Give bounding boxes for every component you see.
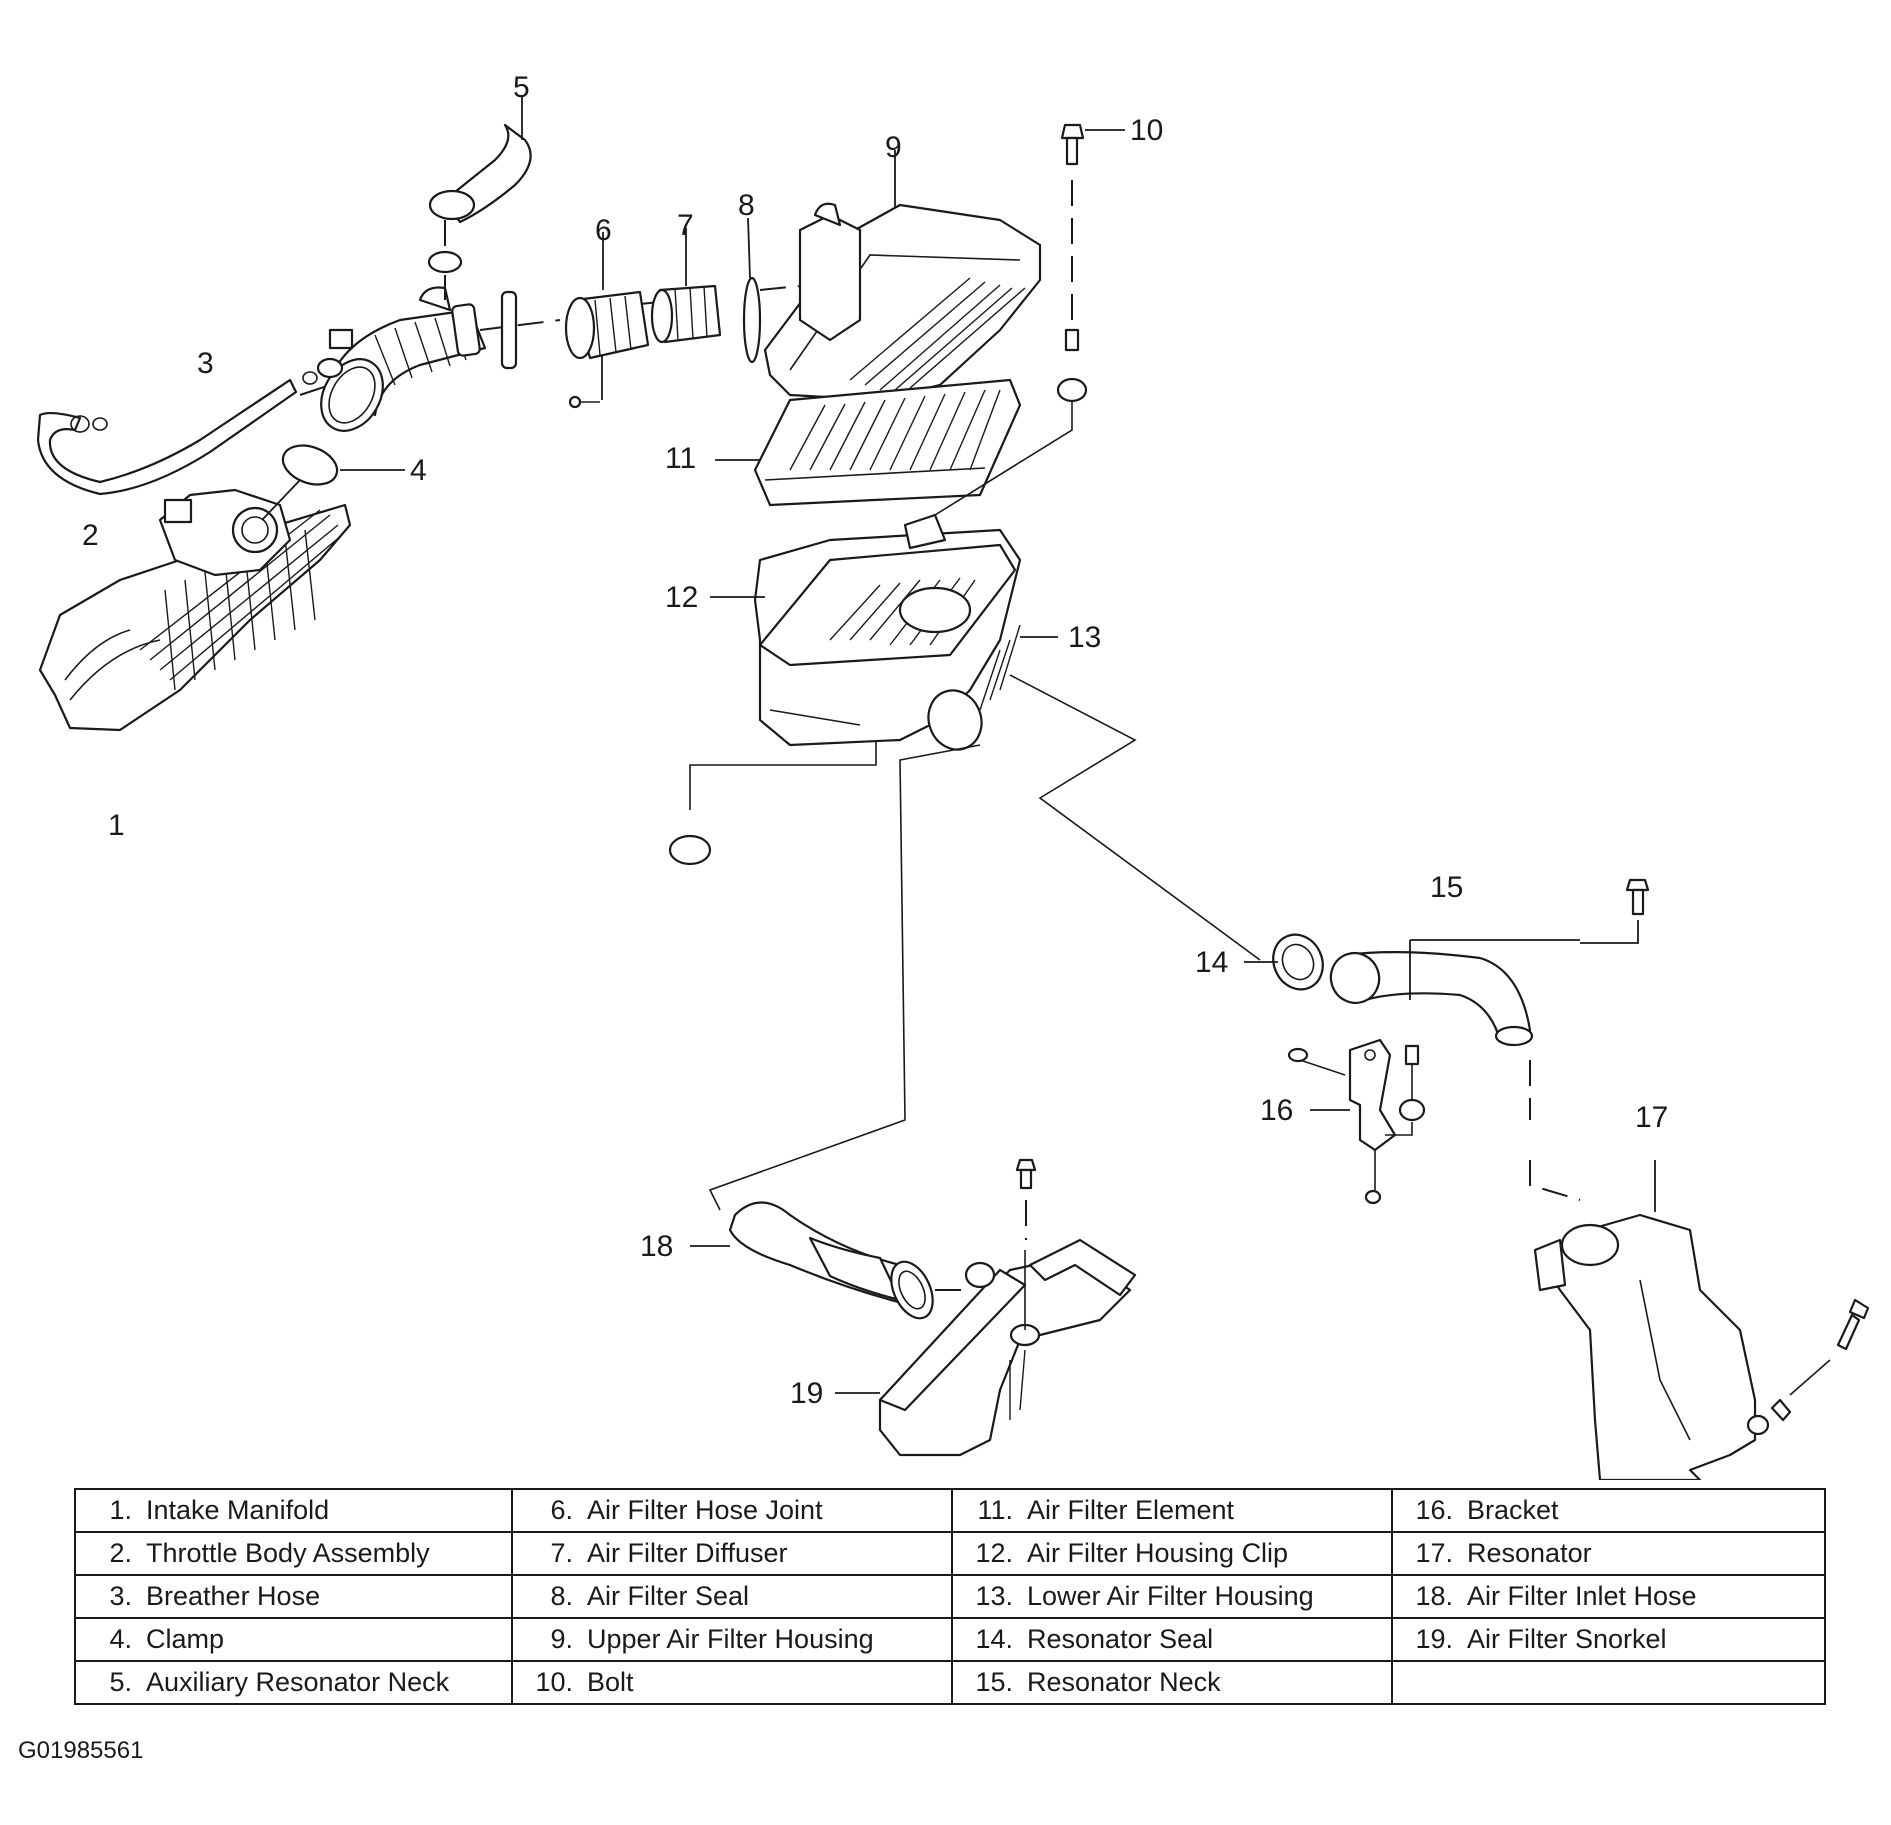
callout-18: 18 bbox=[640, 1230, 673, 1263]
legend-cell: 17.Resonator bbox=[1391, 1531, 1826, 1576]
callout-2: 2 bbox=[82, 519, 99, 552]
legend-cell-empty bbox=[1391, 1660, 1826, 1705]
callout-8: 8 bbox=[738, 189, 755, 222]
legend-cell: 10.Bolt bbox=[511, 1660, 953, 1705]
legend-cell: 8.Air Filter Seal bbox=[511, 1574, 953, 1619]
bolt-part bbox=[934, 123, 1125, 516]
legend-cell: 15.Resonator Neck bbox=[951, 1660, 1393, 1705]
legend-cell: 6.Air Filter Hose Joint bbox=[511, 1488, 953, 1533]
callout-4: 4 bbox=[410, 454, 427, 487]
clamp-part bbox=[261, 444, 405, 521]
callout-7: 7 bbox=[677, 209, 694, 242]
air-filter-seal-part bbox=[742, 217, 762, 364]
resonator-neck-part bbox=[1329, 939, 1580, 1120]
callout-16: 16 bbox=[1260, 1094, 1293, 1127]
breather-hose-part bbox=[36, 371, 318, 496]
upper-air-filter-housing-part bbox=[763, 150, 1042, 402]
callout-3: 3 bbox=[197, 347, 214, 380]
legend-cell: 19.Air Filter Snorkel bbox=[1391, 1617, 1826, 1662]
legend-cell: 16.Bracket bbox=[1391, 1488, 1826, 1533]
legend-cell: 3.Breather Hose bbox=[74, 1574, 513, 1619]
callout-5: 5 bbox=[513, 71, 530, 104]
throttle-body-part bbox=[158, 488, 292, 577]
legend-cell: 13.Lower Air Filter Housing bbox=[951, 1574, 1393, 1619]
legend-row: 5.Auxiliary Resonator Neck 10.Bolt 15.Re… bbox=[74, 1660, 1826, 1705]
leader-to-resonator-seal bbox=[1009, 674, 1261, 961]
lower-air-filter-housing-part bbox=[689, 513, 1058, 810]
air-filter-element-part bbox=[715, 378, 1022, 507]
legend-cell: 7.Air Filter Diffuser bbox=[511, 1531, 953, 1576]
resonator-mount-bolt-part bbox=[1746, 1298, 1870, 1436]
housing-grommet-part bbox=[668, 834, 712, 866]
legend-cell: 4.Clamp bbox=[74, 1617, 513, 1662]
legend-cell: 18.Air Filter Inlet Hose bbox=[1391, 1574, 1826, 1619]
exploded-parts-diagram: 1 2 3 4 5 6 7 8 9 10 11 12 13 14 15 16 1… bbox=[36, 71, 1870, 1480]
callout-9: 9 bbox=[885, 131, 902, 164]
legend-cell: 1.Intake Manifold bbox=[74, 1488, 513, 1533]
resonator-seal-part bbox=[1244, 933, 1324, 991]
air-filter-diffuser-part bbox=[650, 228, 722, 344]
callout-13: 13 bbox=[1068, 621, 1101, 654]
figure-code: G01985561 bbox=[18, 1737, 144, 1764]
legend-cell: 14.Resonator Seal bbox=[951, 1617, 1393, 1662]
intake-manifold-part bbox=[38, 503, 352, 732]
legend-cell: 5.Auxiliary Resonator Neck bbox=[74, 1660, 513, 1705]
parts-legend-table: 1.Intake Manifold 6.Air Filter Hose Join… bbox=[74, 1488, 1826, 1705]
leader-to-inlet-hose bbox=[708, 744, 981, 1211]
legend-row: 2.Throttle Body Assembly 7.Air Filter Di… bbox=[74, 1531, 1826, 1576]
resonator-part bbox=[1529, 1160, 1757, 1480]
callout-19: 19 bbox=[790, 1377, 823, 1410]
breather-fitting-part bbox=[316, 290, 518, 379]
callout-1: 1 bbox=[108, 809, 125, 842]
resonator-bolt-part bbox=[1580, 878, 1650, 944]
legend-cell: 2.Throttle Body Assembly bbox=[74, 1531, 513, 1576]
callout-11: 11 bbox=[665, 442, 696, 475]
auxiliary-resonator-neck-part bbox=[427, 95, 532, 300]
callout-12: 12 bbox=[665, 581, 698, 614]
bracket-part bbox=[1287, 1038, 1426, 1205]
legend-row: 1.Intake Manifold 6.Air Filter Hose Join… bbox=[74, 1488, 1826, 1533]
air-filter-snorkel-part bbox=[835, 1158, 1137, 1457]
callout-15: 15 bbox=[1430, 871, 1463, 904]
legend-row: 4.Clamp 9.Upper Air Filter Housing 14.Re… bbox=[74, 1617, 1826, 1662]
legend-cell: 12.Air Filter Housing Clip bbox=[951, 1531, 1393, 1576]
legend-cell: 11.Air Filter Element bbox=[951, 1488, 1393, 1533]
air-filter-hose-joint-part bbox=[564, 232, 650, 409]
callout-17: 17 bbox=[1635, 1101, 1668, 1134]
air-filter-inlet-hose-part bbox=[690, 1201, 968, 1320]
callout-10: 10 bbox=[1130, 114, 1163, 147]
legend-row: 3.Breather Hose 8.Air Filter Seal 13.Low… bbox=[74, 1574, 1826, 1619]
callout-14: 14 bbox=[1195, 946, 1228, 979]
legend-cell: 9.Upper Air Filter Housing bbox=[511, 1617, 953, 1662]
callout-6: 6 bbox=[595, 214, 612, 247]
